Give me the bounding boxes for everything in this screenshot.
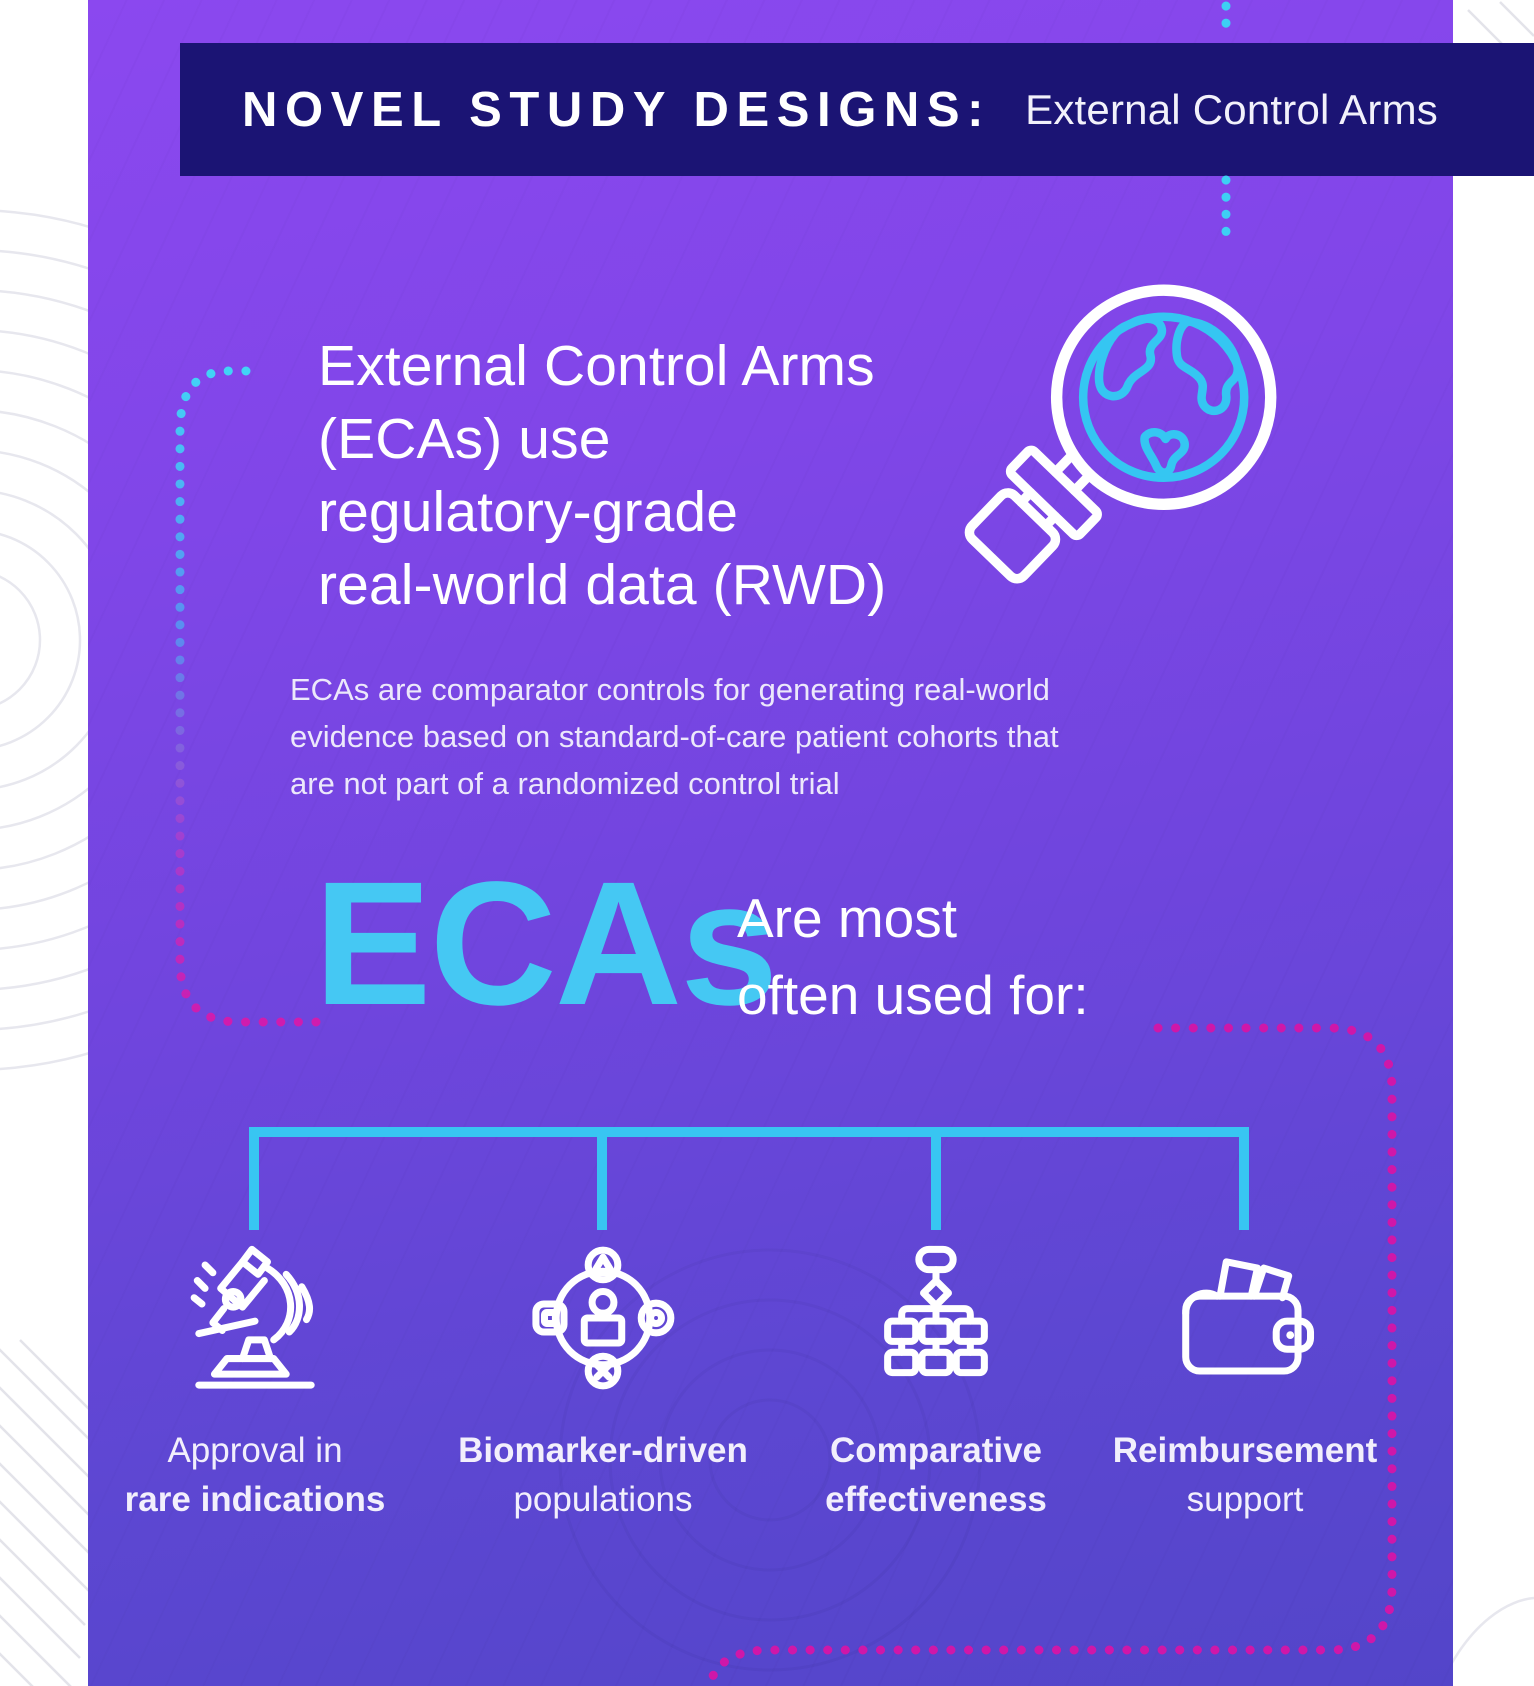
column-label-line1: Comparative: [829, 1431, 1043, 1470]
column-label: Reimbursement support: [1080, 1426, 1410, 1524]
intro-heading-line: External Control Arms: [318, 334, 875, 398]
wallet-icon: [1167, 1240, 1323, 1396]
intro-heading-line: regulatory-grade: [318, 480, 739, 544]
banner: NOVEL STUDY DESIGNS: External Control Ar…: [180, 43, 1534, 176]
usage-suffix-line: Are most: [737, 887, 958, 949]
column-label-line1: Biomarker-driven: [458, 1431, 748, 1470]
column-label-line2: effectiveness: [825, 1480, 1047, 1519]
intro-body-line: evidence based on standard-of-care patie…: [290, 719, 1059, 754]
column-reimbursement: Reimbursement support: [1080, 1240, 1410, 1524]
column-label: Comparative effectiveness: [771, 1426, 1101, 1524]
usage-suffix: Are most often used for:: [737, 880, 1089, 1034]
column-label: Biomarker-driven populations: [438, 1426, 768, 1524]
banner-subtitle: External Control Arms: [1025, 85, 1438, 133]
column-biomarker: Biomarker-driven populations: [438, 1240, 768, 1524]
intro-body-line: are not part of a randomized control tri…: [290, 766, 840, 801]
column-label-line2: populations: [513, 1480, 693, 1519]
usage-suffix-line: often used for:: [737, 964, 1089, 1026]
intro-heading-line: (ECAs) use: [318, 407, 611, 471]
flowchart-icon: [858, 1240, 1014, 1396]
column-comparative: Comparative effectiveness: [771, 1240, 1101, 1524]
microscope-icon: [177, 1240, 333, 1396]
globe-magnifier-icon: [964, 284, 1277, 584]
column-label-line1: Reimbursement: [1112, 1431, 1378, 1470]
intro-body: ECAs are comparator controls for generat…: [290, 666, 1059, 807]
column-label: Approval in rare indications: [90, 1426, 420, 1524]
column-label-line2: support: [1186, 1480, 1304, 1519]
column-approval: Approval in rare indications: [90, 1240, 420, 1524]
intro-heading: External Control Arms (ECAs) use regulat…: [318, 330, 886, 622]
biomarker-population-icon: [525, 1240, 681, 1396]
intro-heading-line: real-world data (RWD): [318, 553, 887, 617]
column-label-line2: rare indications: [124, 1480, 386, 1519]
column-label-line1: Approval in: [167, 1431, 343, 1470]
eca-keyword: ECAs: [314, 846, 778, 1042]
intro-body-line: ECAs are comparator controls for generat…: [290, 672, 1050, 707]
banner-title: NOVEL STUDY DESIGNS:: [242, 82, 992, 137]
